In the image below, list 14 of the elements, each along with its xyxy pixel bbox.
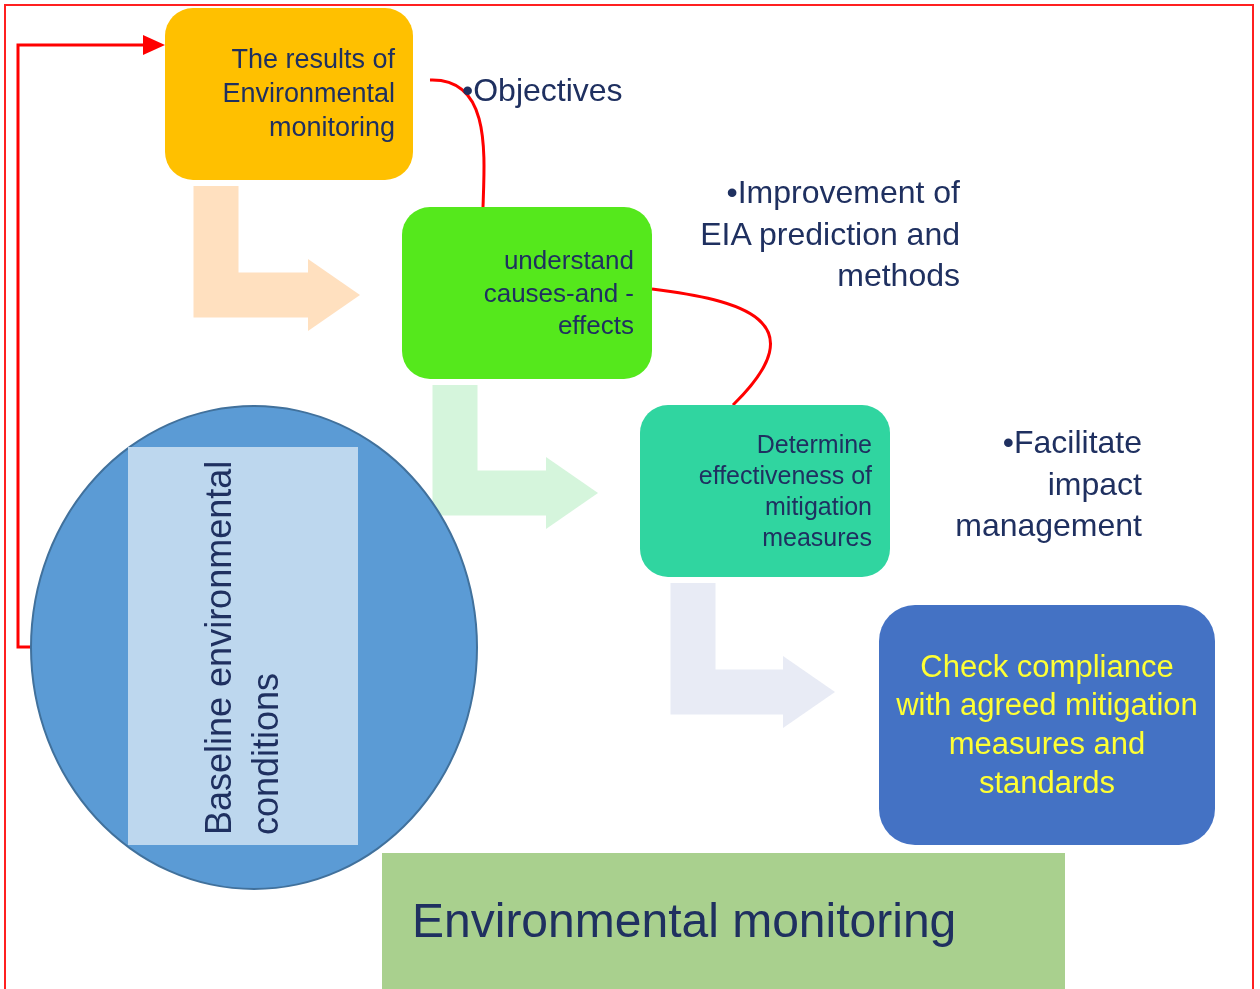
arrow bbox=[16, 35, 165, 649]
bullet-text: •Facilitate impact management bbox=[954, 423, 1142, 546]
process-box: Determine effectiveness of mitigation measures bbox=[640, 405, 890, 577]
connector-line bbox=[651, 287, 772, 406]
connector-line bbox=[429, 78, 486, 208]
text-panel: Baseline environmental conditions bbox=[128, 447, 358, 845]
bullet-text: •Improvement of EIA prediction and methods bbox=[700, 173, 960, 296]
title-band: Environmental monitoring bbox=[382, 853, 1065, 989]
bullet-text: •Objectives bbox=[462, 71, 624, 110]
process-box: Check compliance with agreed mitigation measures and standards bbox=[879, 605, 1215, 845]
process-box: The results of Environmental monitoring bbox=[165, 8, 413, 180]
bent-arrow bbox=[432, 385, 598, 529]
process-box: understand causes-and -effects bbox=[402, 207, 652, 379]
bent-arrow bbox=[193, 186, 360, 331]
